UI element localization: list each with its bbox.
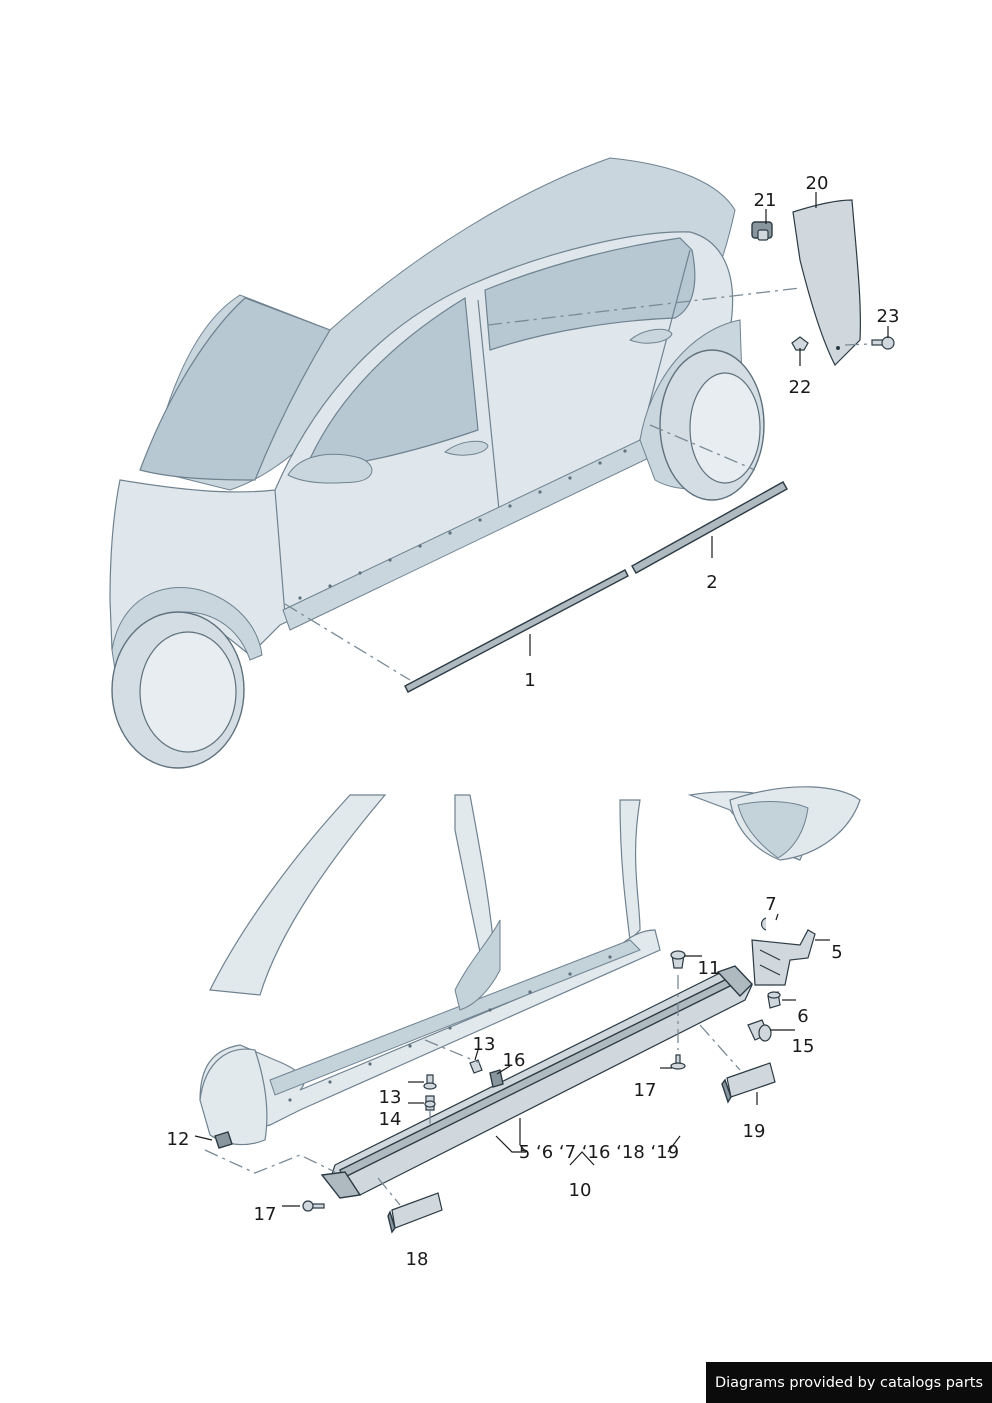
callout-6: 6	[797, 1006, 808, 1027]
callout-18: 18	[406, 1249, 429, 1270]
callout-7: 7	[765, 894, 776, 915]
callout-20: 20	[806, 173, 829, 194]
callout-16: 16	[503, 1050, 526, 1071]
callout-labels: 1 2 20 21 22 23 7 5 11 6 15 17 19 13 16 …	[167, 173, 900, 1270]
moulding-strip-rear	[631, 481, 788, 574]
callout-12: 12	[167, 1129, 190, 1150]
callout-10: 10	[569, 1180, 592, 1201]
car-illustration	[109, 157, 765, 769]
side-sill-panel	[320, 965, 753, 1199]
screw-23	[871, 336, 895, 350]
footer-text: Diagrams provided by catalogs parts	[714, 1374, 984, 1391]
clip-14	[424, 1095, 436, 1111]
callout-17-right: 17	[634, 1080, 657, 1101]
callout-22: 22	[789, 377, 812, 398]
screw-17-right	[670, 1054, 686, 1070]
clip-21	[751, 221, 773, 241]
callout-2: 2	[706, 572, 717, 593]
cover-cap-18	[387, 1192, 443, 1234]
callout-14: 14	[379, 1109, 402, 1130]
rear-wheel-arch-trim	[792, 199, 861, 367]
clip-22	[791, 336, 809, 351]
clip-13-lower	[423, 1074, 437, 1090]
callout-15: 15	[792, 1036, 815, 1057]
clip-11	[670, 950, 686, 969]
footer-credit: Diagrams provided by catalogs parts	[706, 1362, 992, 1403]
callout-21: 21	[754, 190, 777, 211]
callout-23: 23	[877, 306, 900, 327]
screw-17-left	[302, 1200, 325, 1212]
callout-19: 19	[743, 1121, 766, 1142]
callout-13-lower: 13	[379, 1087, 402, 1108]
clip-12	[214, 1131, 233, 1149]
moulding-strip-front	[404, 569, 629, 693]
body-shell-illustration	[199, 786, 861, 1146]
callout-11: 11	[698, 958, 721, 979]
clip-16	[489, 1069, 504, 1088]
callout-13-upper: 13	[473, 1034, 496, 1055]
callout-17-left: 17	[254, 1204, 277, 1225]
clip-6	[767, 991, 781, 1009]
callout-10-list: 5 ‘6 ‘7 ‘16 ‘18 ‘19	[519, 1142, 679, 1163]
cover-cap-19	[721, 1062, 776, 1104]
bracket-5	[751, 929, 816, 986]
clip-7	[760, 917, 767, 931]
callout-5: 5	[831, 942, 842, 963]
clip-15	[747, 1019, 772, 1042]
callout-1: 1	[524, 670, 535, 691]
